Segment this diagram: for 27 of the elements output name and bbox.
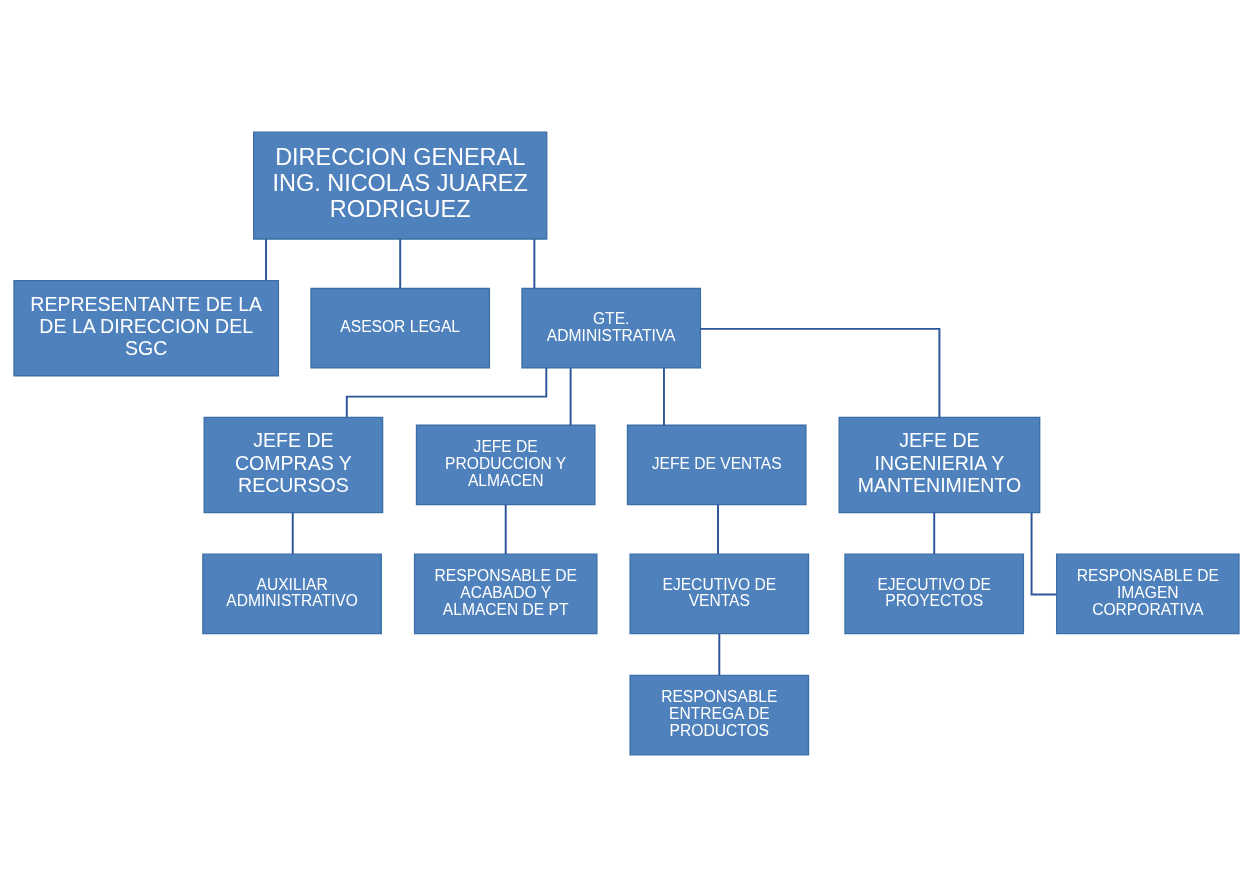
connector [717,503,719,555]
connector [718,632,721,676]
node-box: JEFE DE INGENIERIA Y MANTENIMIENTO [838,416,1041,513]
connector [933,511,936,555]
connector [699,327,941,418]
node-box: RESPONSABLE DE IMAGEN CORPORATIVA [1056,553,1240,634]
connector [662,366,665,426]
node-box: ASESOR LEGAL [310,287,491,369]
node-box: GTE. ADMINISTRATIVA [521,287,702,369]
node-box: EJECUTIVO DE PROYECTOS [844,553,1025,634]
connector [291,511,294,555]
node-box: RESPONSABLE DE ACABADO Y ALMACEN DE PT [413,553,598,634]
connector [504,503,507,555]
connector [399,237,402,289]
connector [569,366,572,426]
connector [533,237,536,289]
node-box: REPRESENTANTE DE LA DE LA DIRECCION DEL SGC [13,279,280,376]
node-box: JEFE DE COMPRAS Y RECURSOS [203,416,384,513]
node-box: EJECUTIVO DE VENTAS [629,553,810,634]
node-box: DIRECCION GENERAL ING. NICOLAS JUAREZ RODRIGUEZ [253,131,548,240]
connector [265,237,267,281]
node-box: RESPONSABLE ENTREGA DE PRODUCTOS [629,674,810,755]
connector [1030,511,1058,596]
node-box: AUXILIAR ADMINISTRATIVO [202,553,382,634]
node-box: JEFE DE PRODUCCION Y ALMACEN [415,424,596,505]
node-box: JEFE DE VENTAS [626,424,807,505]
connector [345,366,548,418]
